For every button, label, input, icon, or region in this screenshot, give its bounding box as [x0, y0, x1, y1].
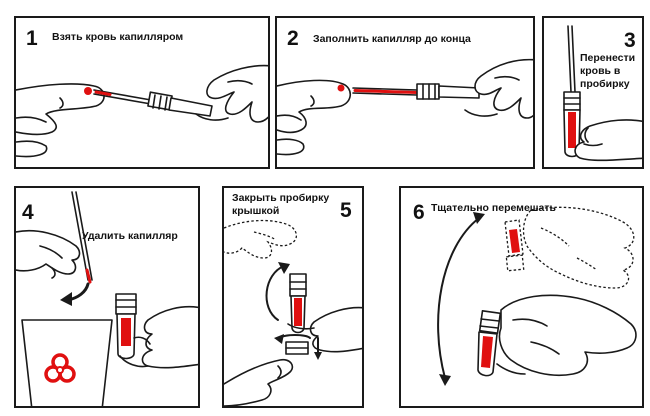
- step-5-caption-line-2: крышкой: [232, 205, 280, 217]
- arrow-icon: [60, 282, 90, 306]
- step-2-caption: Заполнить капилляр до конца: [313, 33, 471, 45]
- hand-icon: [574, 119, 642, 162]
- step-2-number: 2: [287, 27, 299, 50]
- step-1-panel: 1 Взять кровь капилляром: [14, 16, 270, 169]
- hand-icon: [119, 305, 198, 369]
- hand-icon: [287, 306, 362, 353]
- step-1-illustration: [16, 64, 268, 158]
- hand-icon: [195, 64, 268, 123]
- step-3-number: 3: [624, 29, 636, 52]
- arrow-icon: [265, 262, 290, 321]
- step-6-caption: Тщательно перемешать: [431, 202, 556, 214]
- hand-icon: [522, 206, 635, 289]
- capillary-tube-icon: [504, 219, 525, 272]
- step-5-illustration: [224, 219, 362, 406]
- step-4-caption: Удалить капилляр: [82, 230, 178, 242]
- finger-icon: [16, 83, 105, 158]
- biohazard-icon: [44, 353, 76, 383]
- step-4-panel: 4 Удалить капилляр: [14, 186, 200, 408]
- capillary-tube-icon: [93, 89, 213, 117]
- hand-icon: [496, 294, 637, 377]
- hand-icon: [224, 219, 297, 259]
- step-2-illustration: [277, 58, 533, 156]
- step-6-number: 6: [413, 201, 425, 224]
- step-3-caption-line-2: кровь в: [580, 65, 621, 77]
- step-6-panel: 6 Тщательно перемешать: [399, 186, 644, 408]
- step-5-caption-line-1: Закрыть пробирку: [232, 192, 330, 204]
- step-5-number: 5: [340, 199, 352, 222]
- step-1-caption: Взять кровь капилляром: [52, 31, 184, 43]
- step-4-number: 4: [22, 201, 34, 224]
- step-3-caption-line-3: пробирку: [580, 78, 630, 90]
- hand-icon: [224, 358, 294, 406]
- hand-icon: [16, 229, 81, 279]
- capillary-tube-icon: [115, 293, 137, 360]
- capillary-tube-icon: [477, 310, 502, 377]
- capillary-tube-icon: [71, 191, 93, 284]
- arrow-icon: [437, 212, 485, 386]
- capillary-tube-icon: [352, 83, 480, 100]
- step-6-illustration: [437, 206, 637, 386]
- step-5-panel: Закрыть пробирку крышкой 5: [222, 186, 364, 408]
- step-4-illustration: [16, 191, 198, 406]
- hand-icon: [464, 58, 533, 119]
- step-3-panel: 3 Перенести кровь в пробирку: [542, 16, 644, 169]
- capillary-tube-icon: [289, 273, 307, 334]
- arrow-icon: [274, 334, 322, 360]
- step-1-number: 1: [26, 27, 38, 50]
- step-3-caption-line-1: Перенести: [580, 52, 636, 64]
- step-3-illustration: [563, 25, 642, 162]
- step-2-panel: 2 Заполнить капилляр до конца: [275, 16, 535, 169]
- capillary-tube-icon: [563, 25, 581, 158]
- finger-icon: [277, 79, 352, 156]
